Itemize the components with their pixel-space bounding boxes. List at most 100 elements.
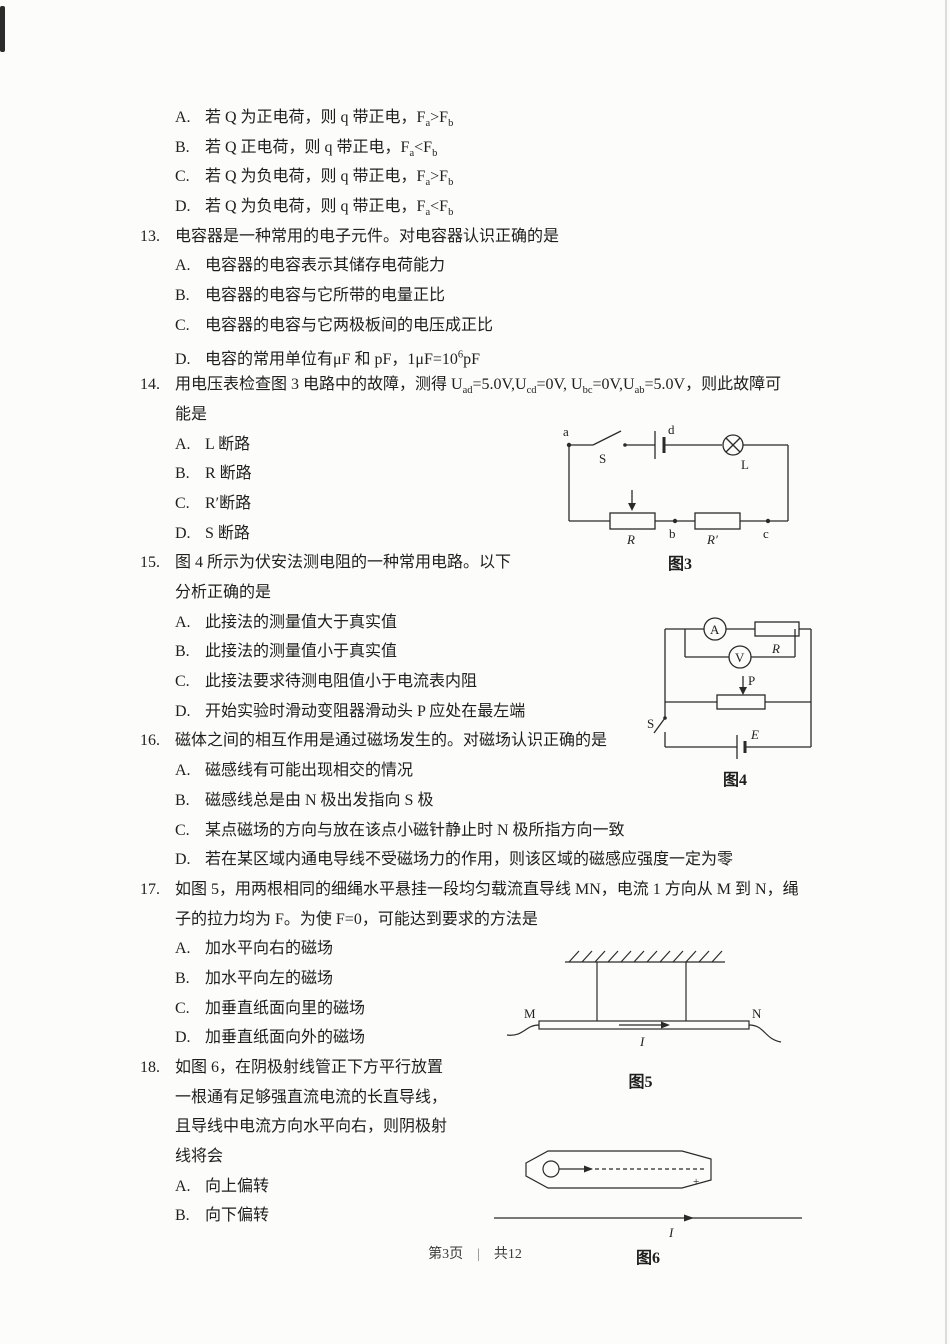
figure-6-caption: 图6	[635, 1250, 660, 1267]
q15-option-c: C.此接法要求待测电阻值小于电流表内阻	[140, 667, 830, 697]
q13-stem: 13. 电容器是一种常用的电子元件。对电容器认识正确的是	[140, 222, 830, 252]
question-text: 一根通有足够强直流电流的长直导线，	[175, 1088, 448, 1106]
q15-stem-line1: 15. 图 4 所示为伏安法测电阻的一种常用电路。以下	[140, 548, 830, 578]
option-label: D.	[175, 350, 191, 368]
fig4-label-e: E	[750, 727, 759, 742]
q18-option-b: B.向下偏转	[140, 1201, 830, 1231]
option-text: S 断路	[205, 524, 250, 542]
q15-option-b: B.此接法的测量值小于真实值	[140, 637, 830, 667]
q13-option-a: A.电容器的电容表示其储存电荷能力	[140, 251, 830, 281]
q12-option-a: A.若 Q 为正电荷，则 q 带正电，Fa>Fb	[140, 103, 830, 133]
q17-option-c: C. 加垂直纸面向里的磁场	[140, 994, 830, 1024]
option-label: D.	[175, 851, 191, 869]
question-text: 磁体之间的相互作用是通过磁场发生的。对磁场认识正确的是	[175, 732, 608, 750]
q12-option-d: D.若 Q 为负电荷，则 q 带正电，Fa<Fb	[140, 192, 830, 222]
footer-page-number: 第3页	[428, 1247, 464, 1262]
option-label: A.	[175, 613, 191, 631]
option-text: 加水平向右的磁场	[205, 940, 334, 958]
q15-stem-line2: 分析正确的是	[140, 578, 830, 608]
q12-option-b: B.若 Q 正电荷，则 q 带正电，Fa<Fb	[140, 133, 830, 163]
question-text: 分析正确的是	[175, 584, 272, 601]
option-text: 开始实验时滑动变阻器滑动头 P 应处在最左端	[205, 702, 526, 720]
option-label: C.	[175, 316, 190, 334]
option-text: 若 Q 为负电荷，则 q 带正电，Fa<Fb	[205, 198, 454, 219]
q13-option-b: B.电容器的电容与它所带的电量正比	[140, 281, 830, 311]
option-label: A.	[175, 1177, 191, 1195]
figure-6: + I 图6	[488, 1138, 808, 1268]
circuit-diagram-fig3: a S d L R R′ b c	[563, 422, 789, 547]
question-text: 能是	[175, 405, 208, 423]
q16-option-c: C. 某点磁场的方向与放在该点小磁针静止时 N 极所指方向一致	[140, 816, 830, 846]
option-text: 电容器的电容与它两极板间的电压成正比	[205, 316, 494, 334]
option-label: C.	[175, 673, 190, 691]
fig3-label-c: c	[763, 526, 769, 541]
q16-option-d: D. 若在某区域内通电导线不受磁场力的作用，则该区域的磁感应强度一定为零	[140, 845, 830, 875]
option-text: 加垂直纸面向里的磁场	[205, 999, 366, 1017]
option-label: A.	[175, 940, 191, 958]
q14-option-c: C.R′断路	[140, 489, 830, 519]
fig3-label-s: S	[599, 451, 606, 466]
option-label: B.	[175, 138, 190, 156]
fig4-label-s: S	[647, 716, 654, 731]
fig4-label-r: R	[771, 641, 780, 656]
exam-content: A.若 Q 为正电荷，则 q 带正电，Fa>Fb B.若 Q 正电荷，则 q 带…	[140, 103, 830, 1231]
circuit-diagram-fig4: A V R P S E	[647, 617, 812, 759]
question-number: 15.	[140, 554, 160, 572]
q18-stem-line2: 一根通有足够强直流电流的长直导线，	[140, 1083, 830, 1113]
diagram-fig5: M N I	[506, 950, 782, 1049]
q17-option-d: D. 加垂直纸面向外的磁场	[140, 1023, 830, 1053]
question-text: 且导线中电流方向水平向右，则阴极射	[175, 1118, 448, 1136]
question-number: 13.	[140, 227, 160, 245]
option-text: 电容的常用单位有μF 和 pF，1μF=106pF	[205, 349, 481, 368]
option-text: 向上偏转	[205, 1177, 270, 1195]
q15-option-a: A.此接法的测量值大于真实值	[140, 608, 830, 638]
footer-total-pages: 共12	[493, 1247, 522, 1262]
option-label: B.	[175, 969, 190, 987]
fig4-label-p: P	[748, 673, 755, 688]
q14-option-b: B.R 断路	[140, 459, 830, 489]
fig5-label-n: N	[752, 1006, 762, 1021]
option-text: 若在某区域内通电导线不受磁场力的作用，则该区域的磁感应强度一定为零	[205, 851, 734, 869]
question-number: 18.	[140, 1059, 160, 1076]
q13-option-c: C. 电容器的电容与它两极板间的电压成正比	[140, 311, 830, 341]
q17-option-b: B.加水平向左的磁场	[140, 964, 830, 994]
option-label: D.	[175, 524, 191, 542]
option-text: 磁感线总是由 N 极出发指向 S 极	[205, 791, 434, 809]
option-text: 加垂直纸面向外的磁场	[205, 1029, 366, 1047]
option-text: R 断路	[205, 465, 252, 483]
option-label: D.	[175, 1029, 191, 1047]
fig5-label-m: M	[524, 1006, 536, 1021]
option-label: C.	[175, 821, 190, 839]
q17-stem-line2: 子的拉力均为 F。为使 F=0，可能达到要求的方法是	[140, 905, 830, 935]
question-text: 如图 5，用两根相同的细绳水平悬挂一段均匀载流直导线 MN，电流 1 方向从 M…	[175, 880, 799, 898]
option-text: 电容器的电容与它所带的电量正比	[205, 287, 446, 305]
option-label: C.	[175, 494, 190, 512]
fig6-label-plus: +	[693, 1176, 699, 1188]
fig3-label-d: d	[668, 422, 675, 437]
option-label: C.	[175, 168, 190, 186]
question-text: 线将会	[175, 1148, 224, 1166]
option-text: 某点磁场的方向与放在该点小磁针静止时 N 极所指方向一致	[205, 821, 625, 839]
q12-option-c: C.若 Q 为负电荷，则 q 带正电，Fa>Fb	[140, 162, 830, 192]
option-label: C.	[175, 999, 190, 1017]
question-number: 14.	[140, 376, 160, 394]
figure-5: M N I 图5	[493, 944, 788, 1092]
question-text: 图 4 所示为伏安法测电阻的一种常用电路。以下	[175, 554, 512, 572]
q14-stem-line1: 14.用电压表检查图 3 电路中的故障，测得 Uad=5.0V,Ucd=0V, …	[140, 370, 830, 400]
option-text: 电容器的电容表示其储存电荷能力	[205, 257, 446, 275]
option-label: A.	[175, 109, 191, 126]
fig4-label-voltmeter: V	[735, 650, 745, 665]
fig3-label-rprime: R′	[706, 532, 718, 547]
option-text: 此接法的测量值小于真实值	[205, 643, 398, 661]
figure-4: A V R P S E 图4	[645, 606, 825, 790]
q18-stem-line3: 且导线中电流方向水平向右，则阴极射	[140, 1112, 830, 1142]
option-text: 磁感线有可能出现相交的情况	[205, 762, 414, 780]
figure-3-caption: 图3	[667, 556, 692, 573]
q18-stem-line1: 18.如图 6，在阴极射线管正下方平行放置	[140, 1053, 830, 1083]
question-text: 电容器是一种常用的电子元件。对电容器认识正确的是	[175, 227, 560, 245]
figure-4-caption: 图4	[722, 772, 747, 789]
page-footer: 第3页|共12	[0, 1243, 950, 1263]
option-label: B.	[175, 791, 190, 809]
fig6-label-current: I	[668, 1225, 674, 1240]
